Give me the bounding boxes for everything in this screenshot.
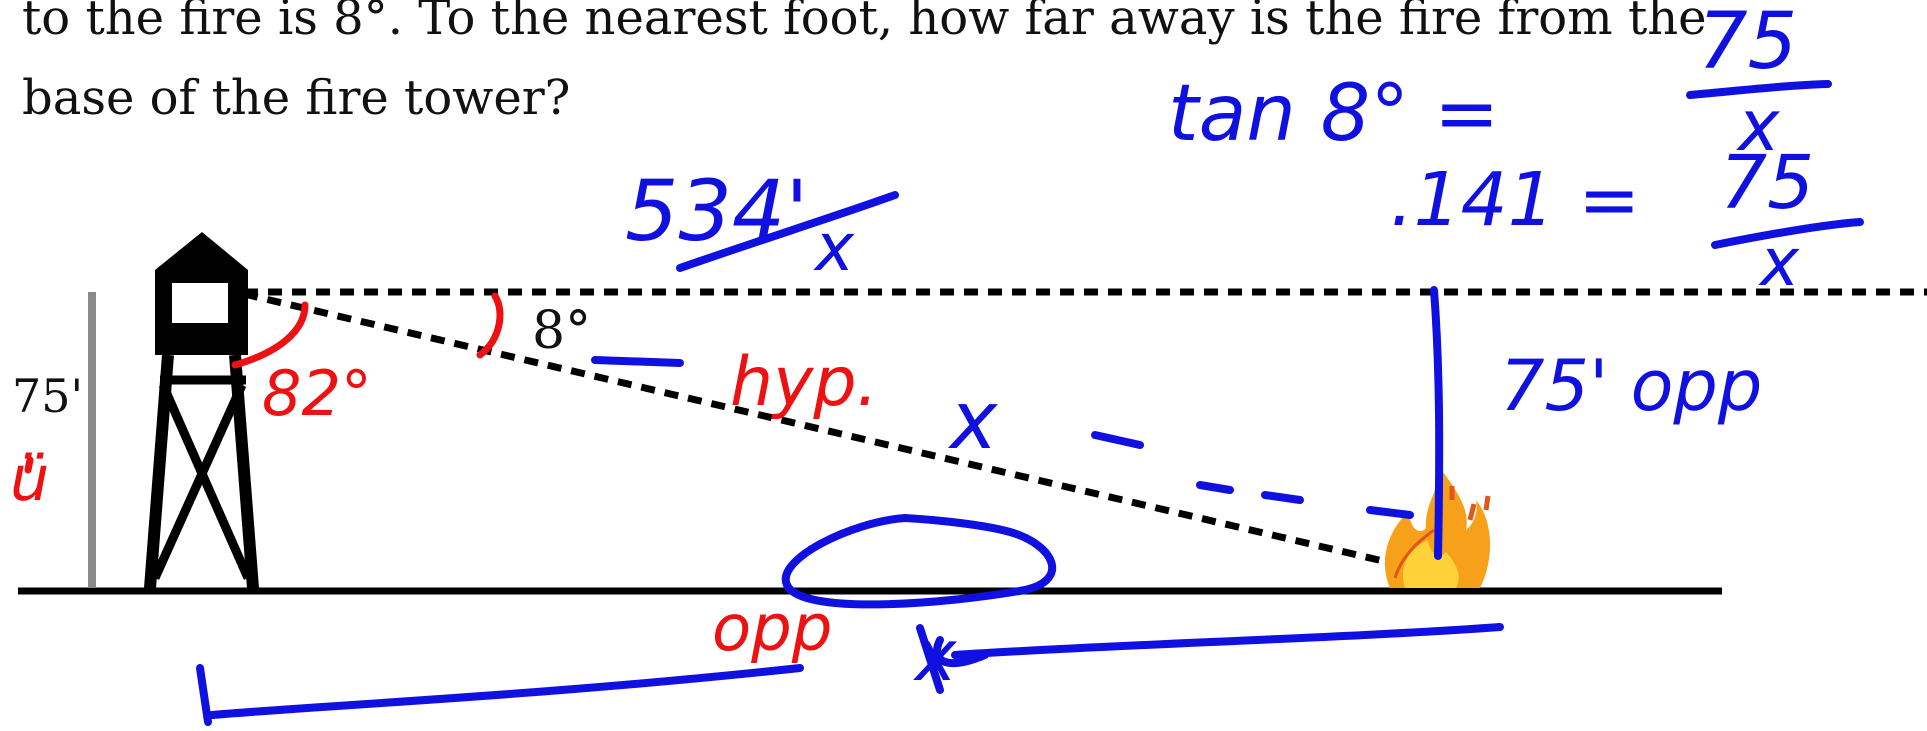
problem-text: to the fire is 8°. To the nearest foot, … bbox=[22, 0, 1842, 138]
x-bottom-mark bbox=[916, 624, 989, 694]
angle-82-text: 82° bbox=[262, 357, 372, 430]
problem-line-2: base of the fire tower? bbox=[22, 70, 571, 126]
tan-eq-text: tan 8° = bbox=[1168, 69, 1499, 159]
hyp-text: hyp. bbox=[730, 343, 878, 422]
tan-fraction-bar bbox=[1686, 80, 1832, 99]
opp-circle bbox=[781, 513, 1057, 609]
dash-2 bbox=[1196, 481, 1304, 504]
tan-den-text: x bbox=[1736, 85, 1780, 167]
val-fraction-bar bbox=[1711, 218, 1864, 249]
hyp-dash bbox=[591, 356, 684, 367]
answer-num-text: 534' bbox=[625, 162, 808, 260]
left-mark-text: ü bbox=[10, 442, 49, 515]
answer-fraction-bar bbox=[676, 191, 899, 272]
tan-num-text: 75 bbox=[1698, 0, 1797, 87]
watchtower-icon bbox=[144, 232, 259, 589]
val-den-text: x bbox=[1758, 224, 1800, 301]
height-label: 75' bbox=[12, 369, 83, 423]
problem-line-1: to the fire is 8°. To the nearest foot, … bbox=[22, 0, 1707, 46]
val-text: .141 = bbox=[1390, 157, 1640, 243]
answer-den-text: x bbox=[813, 209, 855, 286]
bottom-distance-bracket bbox=[196, 623, 1504, 726]
angle-arc bbox=[476, 292, 504, 359]
val-num-text: 75 bbox=[1720, 140, 1814, 226]
dash-3 bbox=[1366, 506, 1414, 519]
x-dash bbox=[1091, 431, 1144, 449]
x-bottom-text: x bbox=[913, 615, 957, 697]
red-arc-82 bbox=[231, 301, 309, 369]
angle-label: 8° bbox=[532, 301, 591, 361]
line-of-sight-dashed bbox=[243, 290, 1401, 569]
blue-annotations: tan 8° = 75 x .141 = 75 x 534' x 75' opp… bbox=[625, 0, 1814, 697]
opposite-vertical-stroke bbox=[1430, 286, 1444, 560]
x-hyp-text: x bbox=[947, 374, 999, 467]
opp-circled-text: opp bbox=[712, 592, 832, 666]
red-annotations: 82° hyp. opp ü bbox=[10, 343, 878, 666]
opp-label-text: 75' opp bbox=[1500, 345, 1762, 427]
opp-left-dot bbox=[24, 456, 34, 474]
